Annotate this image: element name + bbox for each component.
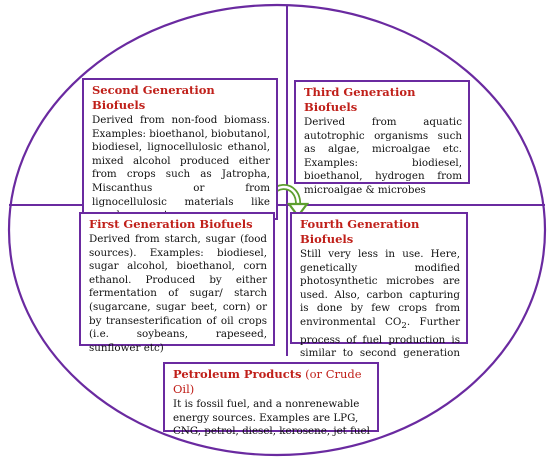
fourth-generation-text: Still very less in use. Here, geneticall… bbox=[300, 248, 460, 374]
co2-subscript: 2 bbox=[401, 321, 407, 332]
first-generation-text: Derived from starch, sugar (food sources… bbox=[89, 233, 267, 354]
second-generation-title: Second Generation Biofuels bbox=[92, 83, 215, 112]
fourth-generation-text-part1: Still very less in use. Here, geneticall… bbox=[300, 248, 460, 328]
fourth-generation-box: Fourth Generation Biofuels Still very le… bbox=[290, 212, 468, 373]
first-generation-title: First Generation Biofuels bbox=[89, 217, 253, 231]
petroleum-title-bold: Petroleum Products bbox=[173, 367, 302, 381]
second-generation-box: Second Generation Biofuels Derived from … bbox=[82, 78, 278, 221]
petroleum-products-box: Petroleum Products (or Crude Oil) It is … bbox=[163, 362, 379, 437]
first-generation-box: First Generation Biofuels Derived from s… bbox=[79, 212, 275, 354]
fourth-generation-title: Fourth Generation Biofuels bbox=[300, 217, 420, 246]
third-generation-title: Third Generation Biofuels bbox=[304, 85, 416, 114]
arrow-head-icon bbox=[286, 202, 310, 218]
petroleum-products-title: Petroleum Products (or Crude Oil) bbox=[173, 367, 371, 397]
second-generation-text: Derived from non-food biomass. Examples:… bbox=[92, 114, 270, 221]
petroleum-title-plain: (or Crude Oil) bbox=[173, 367, 362, 396]
petroleum-products-text: It is fossil fuel, and a nonrenewable en… bbox=[173, 398, 370, 438]
third-generation-text: Derived from aquatic autotrophic organis… bbox=[304, 116, 462, 196]
third-generation-box: Third Generation Biofuels Derived from a… bbox=[294, 80, 470, 196]
